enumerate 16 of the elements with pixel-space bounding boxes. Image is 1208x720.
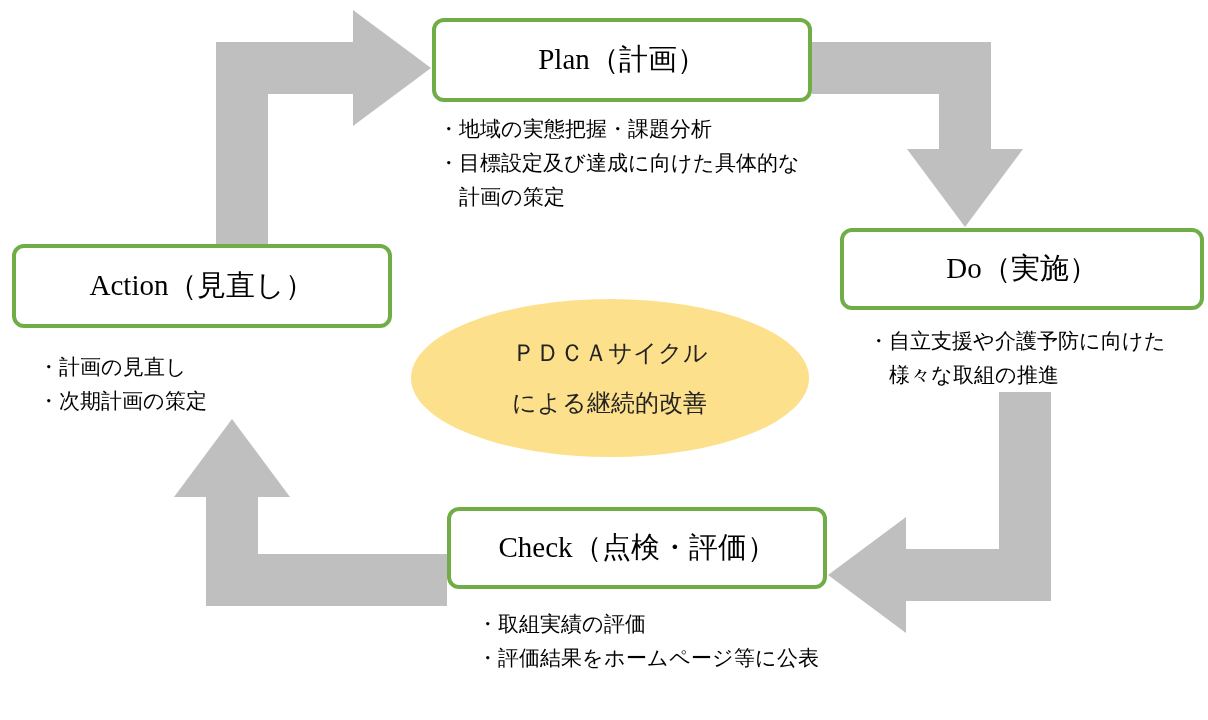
bullet-text: ・目標設定及び達成に向けた具体的な計画の策定 (438, 150, 801, 211)
bullet-text: ・地域の実態把握・課題分析 (438, 116, 713, 143)
bullet-text: ・取組実績の評価 (477, 611, 647, 638)
bent-arrow (828, 392, 1051, 633)
step-box: Plan（計画） (432, 18, 812, 102)
bullet-text: ・次期計画の策定 (38, 388, 208, 415)
bullet-text: ・評価結果をホームページ等に公表 (477, 645, 820, 672)
bent-arrow (216, 10, 431, 244)
bent-arrow (174, 419, 447, 606)
cycle-text: ＰＤＣＡサイクルによる継続的改善 (510, 339, 709, 418)
bullet-text: ・計画の見直し (38, 354, 188, 381)
step-box: Do（実施） (840, 228, 1204, 310)
step-box: Check（点検・評価） (447, 507, 827, 589)
step-box: Action（見直し） (12, 244, 392, 328)
center-ellipse (410, 298, 810, 458)
bullet-text: ・自立支援や介護予防に向けた様々な取組の推進 (868, 328, 1167, 389)
